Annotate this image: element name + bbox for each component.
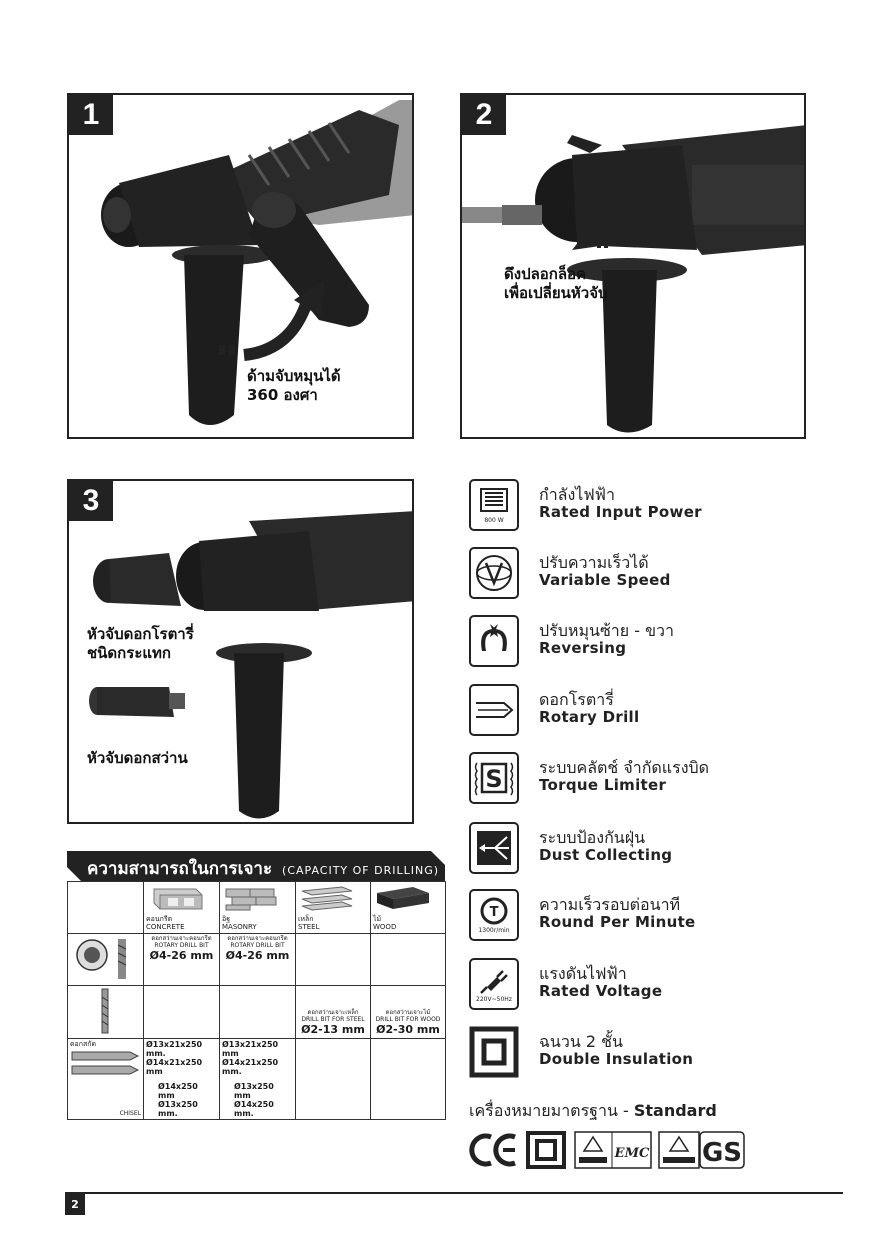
feature-torque-limiter: S ระบบคลัตช์ จำกัดแรงบิด Torque Limiter [469,752,849,808]
capacity-steel-drill: ดอกสว่านเจาะเหล็ก DRILL BIT FOR STEEL Ø2… [295,985,371,1039]
tuv-emc-mark-icon: EMC [574,1131,652,1169]
empty-cell [295,1038,371,1120]
dust-collecting-icon [469,822,519,874]
panel-3-caption-b: หัวจับดอกสว่าน [87,749,188,767]
hammer-drill-handle-illustration [101,100,412,425]
table-corner-cell [67,881,144,934]
torque-limiter-icon: S [469,752,519,804]
feature-rotary-drill: ดอกโรตารี่ Rotary Drill [469,684,849,740]
panel-3-caption-a: หัวจับดอกโรตารี่ ชนิดกระแทก [87,625,194,662]
panel-number: 1 [69,95,113,135]
illustration-panel-3: 3 หัวจับดอกโรตารี่ ชนิดกระแทก หัวจับดอกส… [67,479,414,824]
tuv-gs-mark-icon: GS [658,1131,745,1169]
illustration-panel-2: 2 ดึงปลอกล็อค เพื่อเปลี่ยนหัวจับ [460,93,806,439]
brick-icon [225,888,277,911]
motor-icon: 800 W [469,479,519,531]
feature-dust-collecting: ระบบป้องกันฝุ่น Dust Collecting [469,822,849,878]
twist-drill-bit-icon [101,988,109,1034]
feature-double-insulation: ฉนวน 2 ชั้น Double Insulation [469,1026,849,1082]
rotary-bit-image-cell [67,933,144,986]
chisel-concrete-sizes: Ø13x21x250 mm. Ø14x21x250 mm Ø14x250 mm … [143,1038,220,1120]
illustration-panel-1: 1 ด้ามจับหมุนได้ 360 องศา [67,93,414,439]
capacity-concrete-rotary: ดอกสว่านเจาะคอนกรีต ROTARY DRILL BIT Ø4-… [143,933,220,986]
reversing-icon [469,615,519,667]
plug-icon: 220V~50Hz [469,958,519,1010]
footer-rule [65,1192,843,1194]
material-steel: เหล็ก STEEL [295,881,371,934]
chisel-image-cell: ดอกสกัด CHISEL [67,1038,144,1120]
wood-board-icon [377,887,429,909]
drill-bit-image-cell [67,985,144,1039]
capacity-table: ความสามารถในการเจาะ (CAPACITY OF DRILLIN… [67,851,446,1120]
panel-number: 2 [462,95,506,135]
rpm-icon: T 1300r/min [469,889,519,941]
chisel-icon [71,1051,140,1075]
capacity-table-subtitle: (CAPACITY OF DRILLING) [282,864,440,877]
hammer-drill-chuck-illustration [462,125,804,433]
empty-cell [219,985,296,1039]
svg-text:S: S [485,765,502,793]
double-insulation-mark-icon [526,1131,566,1169]
material-wood: ไม้ WOOD [370,881,446,934]
rotary-drill-icon [469,684,519,736]
capacity-wood-drill: ดอกสว่านเจาะไม้ DRILL BIT FOR WOOD Ø2-30… [370,985,446,1039]
feature-round-per-minute: T 1300r/min ความเร็วรอบต่อนาที Round Per… [469,889,849,945]
panel-2-caption: ดึงปลอกล็อค เพื่อเปลี่ยนหัวจับ [504,265,608,302]
empty-cell [370,933,446,986]
material-masonry: อิฐ MASONRY [219,881,296,934]
steel-beam-icon [301,886,353,911]
panel-number: 3 [69,481,113,521]
double-insulation-icon [469,1026,519,1078]
svg-text:T: T [490,905,499,920]
concrete-block-icon [153,888,203,910]
feature-reversing: ปรับหมุนซ้าย - ขวา Reversing [469,615,849,671]
variable-speed-icon [469,547,519,599]
empty-cell [295,933,371,986]
standard-heading: เครื่องหมายมาตรฐาน - Standard [469,1101,717,1120]
svg-text:EMC: EMC [614,1146,650,1161]
capacity-table-title: ความสามารถในการเจาะ [87,859,273,879]
rotary-drill-bit-icon [76,939,127,979]
page-number: 2 [65,1193,85,1215]
feature-rated-voltage: 220V~50Hz แรงดันไฟฟ้า Rated Voltage [469,958,849,1014]
capacity-table-header: ความสามารถในการเจาะ (CAPACITY OF DRILLIN… [67,851,445,881]
panel-1-caption: ด้ามจับหมุนได้ 360 องศา [247,367,341,404]
empty-cell [370,1038,446,1120]
feature-rated-input-power: 800 W กำลังไฟฟ้า Rated Input Power [469,479,849,535]
svg-text:GS: GS [702,1138,742,1168]
chuck-options-illustration [89,511,412,819]
capacity-masonry-rotary: ดอกสว่านเจาะคอนกรีต ROTARY DRILL BIT Ø4-… [219,933,296,986]
material-concrete: คอนกรีต CONCRETE [143,881,220,934]
chisel-masonry-sizes: Ø13x21x250 mm Ø14x21x250 mm. Ø13x250 mm … [219,1038,296,1120]
ce-mark-icon [469,1133,516,1167]
empty-cell [143,985,220,1039]
feature-variable-speed: ปรับความเร็วได้ Variable Speed [469,547,849,603]
